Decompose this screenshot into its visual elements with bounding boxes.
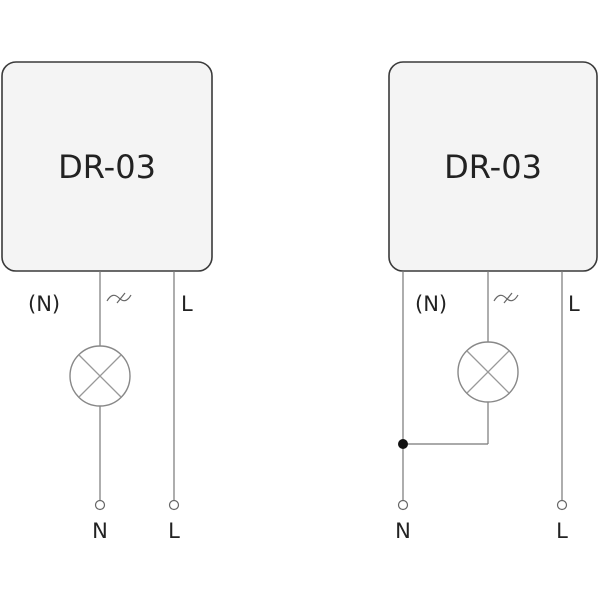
bottom-l-label-left: L [168,519,180,543]
wave-switch-icon-right [493,292,519,304]
lamp-icon-right [457,341,519,403]
terminal-line-label-left: L [181,292,193,316]
device-label-left: DR-03 [58,148,156,186]
device-box-right [388,61,598,272]
device-label-right: DR-03 [444,148,542,186]
terminal-neutral-label-right: (N) [415,292,447,316]
bottom-n-label-right: N [395,519,411,543]
bottom-l-label-right: L [556,519,568,543]
bottom-n-label-left: N [92,519,108,543]
terminal-l-left [168,499,180,511]
terminal-neutral-label-left: (N) [28,292,60,316]
diagram-right: DR-03 (N) L N L [388,61,598,543]
lamp-icon-left [69,345,131,407]
junction-dot-right [398,439,408,449]
terminal-line-label-right: L [568,292,580,316]
terminal-n-left [94,499,106,511]
wave-switch-icon-left [106,292,132,304]
terminal-l-right [556,499,568,511]
device-box-left [1,61,213,272]
diagram-left: DR-03 (N) L N L [1,61,213,543]
terminal-n-right [397,499,409,511]
